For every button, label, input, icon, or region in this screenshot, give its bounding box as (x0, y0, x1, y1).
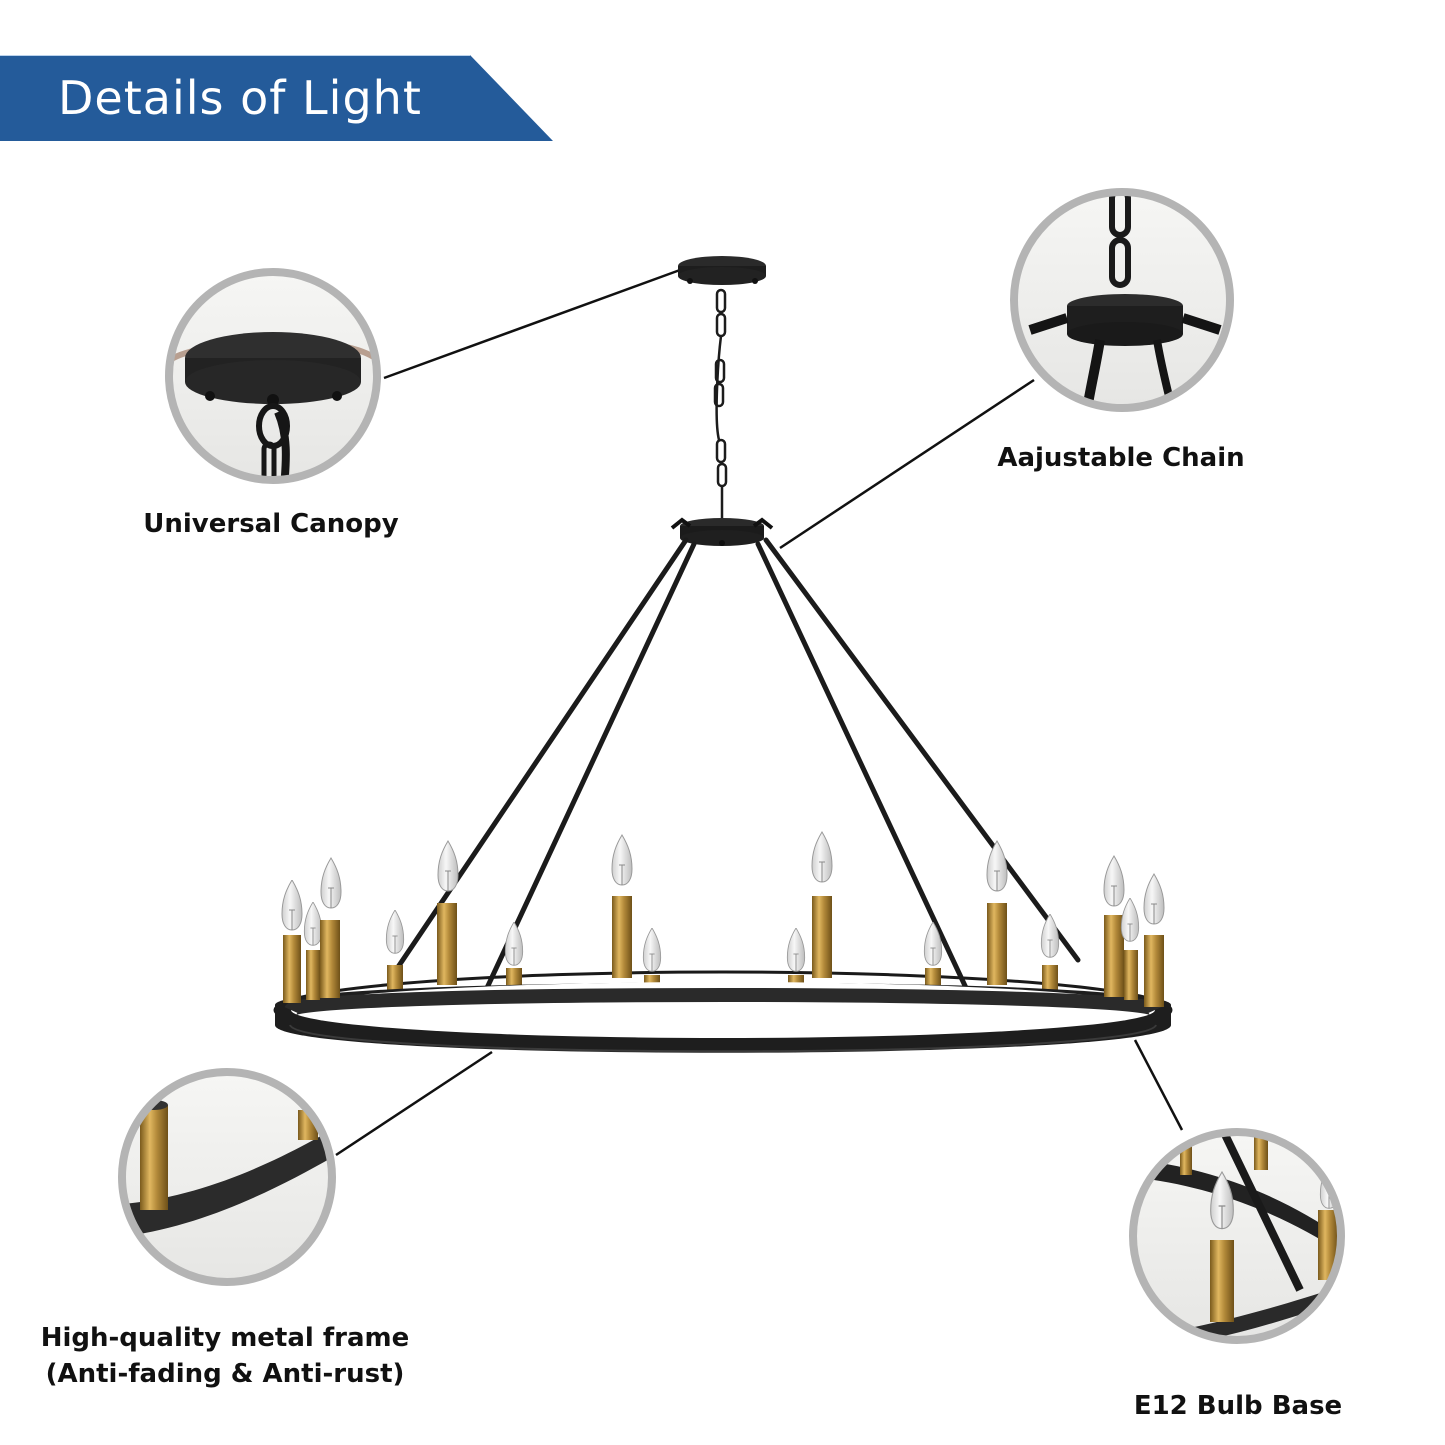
callout-chain (1010, 188, 1234, 412)
banner-shape (0, 55, 553, 141)
callout-label-frame: High-quality metal frame (Anti-fading & … (30, 1320, 420, 1392)
callout-canopy (165, 268, 381, 484)
callout-leader-lines (335, 268, 1184, 1157)
ceiling-canopy (678, 256, 766, 285)
hanging-hub (670, 517, 774, 546)
ring-band (275, 982, 1171, 1053)
callout-bulb (1129, 1128, 1345, 1344)
front-bulbs (281, 831, 1165, 1007)
callout-label-frame-line1: High-quality metal frame (40, 1323, 410, 1353)
adjustable-chain (713, 288, 728, 522)
banner-title: Details of Light (58, 71, 422, 125)
callout-label-frame-line2: (Anti-fading & Anti-rust) (45, 1359, 405, 1389)
support-rods (393, 537, 1081, 1025)
callout-label-bulb: E12 Bulb Base (1133, 1391, 1343, 1421)
callout-label-chain: Aajustable Chain (997, 443, 1245, 473)
callout-frame (118, 1068, 336, 1286)
title-banner: Details of Light (0, 55, 553, 141)
callout-label-canopy: Universal Canopy (143, 509, 399, 539)
